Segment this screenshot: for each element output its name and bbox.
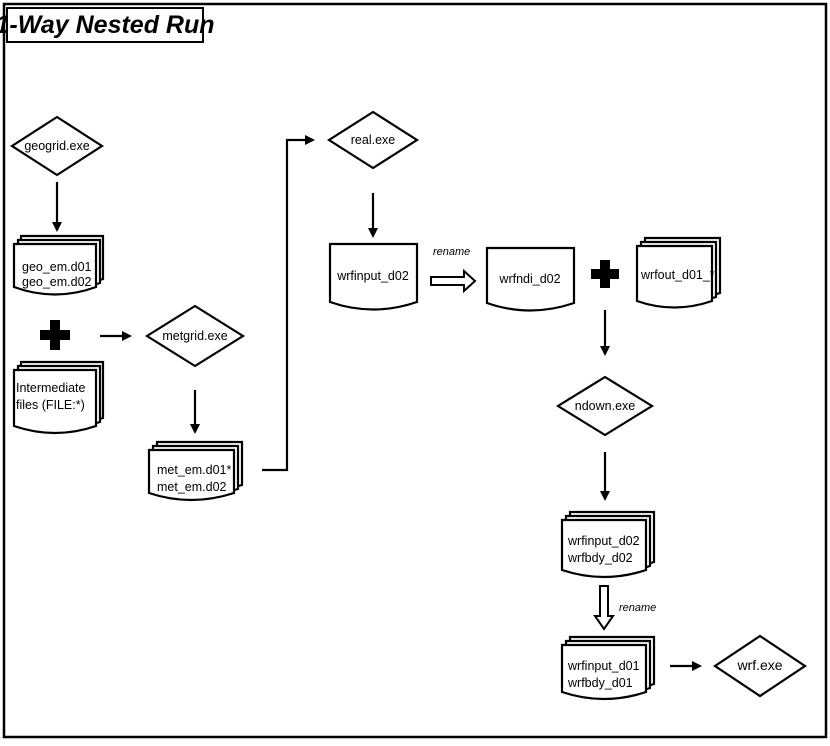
geogrid-label: geogrid.exe xyxy=(24,139,89,153)
final-wrfinput-d01: wrfinput_d01 xyxy=(567,659,640,673)
intermediate-files: Intermediate files (FILE:*) xyxy=(12,360,105,435)
ndown-output-files: wrfinput_d02 wrfbdy_d02 xyxy=(560,510,656,579)
ndown-wrfbdy-d02: wrfbdy_d02 xyxy=(567,551,633,565)
metgrid-label: metgrid.exe xyxy=(162,329,227,343)
ndown-label: ndown.exe xyxy=(575,399,636,413)
real-diamond: real.exe xyxy=(326,110,420,170)
ndown-wrfinput-d02: wrfinput_d02 xyxy=(567,534,640,548)
plus-icon xyxy=(40,320,70,350)
met-em-files: met_em.d01* met_em.d02 xyxy=(147,440,244,502)
real-label: real.exe xyxy=(351,133,396,147)
diagram-title: 1-Way Nested Run xyxy=(0,7,215,43)
rename-label-2: rename xyxy=(619,602,656,614)
geo-em-files: geo_em.d01 geo_em.d02 xyxy=(12,234,105,296)
ndown-diamond: ndown.exe xyxy=(555,375,655,437)
arrow-metem-to-real xyxy=(262,135,315,472)
wrf-diamond: wrf.exe xyxy=(713,634,807,698)
wrf-label: wrf.exe xyxy=(736,657,782,673)
wrfinput-d02-file: wrfinput_d02 xyxy=(328,242,419,311)
wrfout-files: wrfout_d01_* xyxy=(635,236,722,309)
rename-label-1: rename xyxy=(433,246,470,258)
intermediate-line1: Intermediate xyxy=(16,381,86,395)
wrfout-label: wrfout_d01_* xyxy=(640,268,715,282)
geo-em-d02: geo_em.d02 xyxy=(22,275,92,289)
geo-em-d01: geo_em.d01 xyxy=(22,260,92,274)
met-em-d02: met_em.d02 xyxy=(157,480,227,494)
metgrid-diamond: metgrid.exe xyxy=(144,304,246,368)
wrfndi-d02-label: wrfndi_d02 xyxy=(498,272,560,286)
geogrid-diamond: geogrid.exe xyxy=(9,115,105,177)
plus-icon xyxy=(591,260,619,288)
met-em-d01: met_em.d01* xyxy=(157,463,231,477)
final-wrfbdy-d01: wrfbdy_d01 xyxy=(567,676,633,690)
rename-arrow-vertical xyxy=(593,585,615,631)
rename-arrow-horizontal xyxy=(430,268,477,294)
wrfinput-d02-label: wrfinput_d02 xyxy=(336,269,409,283)
intermediate-line2: files (FILE:*) xyxy=(16,398,85,412)
wrfndi-d02-file: wrfndi_d02 xyxy=(485,246,576,312)
final-input-files: wrfinput_d01 wrfbdy_d01 xyxy=(560,635,656,701)
